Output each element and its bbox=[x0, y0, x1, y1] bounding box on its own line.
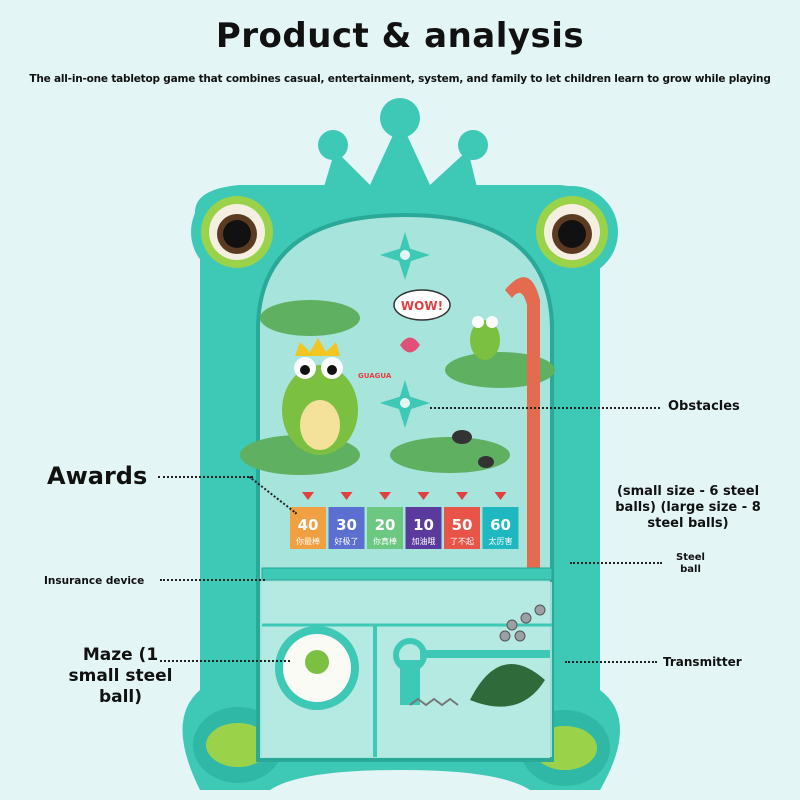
steel-ball-label: Steel ball bbox=[676, 552, 705, 575]
slot-background bbox=[405, 507, 442, 549]
crowned-frog-sticker bbox=[282, 338, 358, 455]
slot-score: 50 bbox=[452, 516, 473, 534]
insurance-device-label: Insurance device bbox=[44, 575, 145, 587]
insurance-leader-line bbox=[160, 579, 265, 581]
slot-score: 20 bbox=[375, 516, 396, 534]
slot-background bbox=[482, 507, 519, 549]
small-frog-sticker bbox=[470, 316, 500, 360]
steel-balls bbox=[499, 604, 546, 642]
pinwheel-obstacle-top bbox=[380, 232, 430, 280]
slot-background bbox=[444, 507, 480, 549]
obstacles-leader-line bbox=[430, 407, 660, 409]
slot-background bbox=[367, 507, 403, 549]
slot-caption: 你真棒 bbox=[373, 536, 397, 546]
slot-caption: 加油哦 bbox=[412, 536, 436, 546]
left-eye bbox=[191, 186, 283, 278]
slot-arrow-icon bbox=[302, 492, 314, 500]
slot-score: 60 bbox=[490, 516, 511, 534]
guagua-text: GUAGUA bbox=[358, 372, 392, 380]
ball-count-label: (small size - 6 steel balls) (large size… bbox=[615, 484, 761, 531]
score-slot: 40 你最棒 bbox=[290, 492, 326, 549]
transmitter-leader-line bbox=[565, 661, 657, 663]
slot-score: 10 bbox=[413, 516, 434, 534]
slot-arrow-icon bbox=[494, 492, 507, 500]
awards-label: Awards bbox=[47, 462, 148, 490]
transmitter-label: Transmitter bbox=[663, 655, 742, 669]
slot-score: 30 bbox=[336, 516, 357, 534]
score-slots: 40 你最棒 30 好极了 20 你真棒 10 加油哦 50 了不起 60 太厉害 bbox=[290, 492, 519, 549]
transmitter bbox=[393, 638, 550, 707]
slot-background bbox=[290, 507, 326, 549]
score-slot: 10 加油哦 bbox=[405, 492, 442, 549]
score-slot: 20 你真棒 bbox=[367, 492, 403, 549]
maze-leader-line bbox=[160, 660, 290, 662]
slot-arrow-icon bbox=[417, 492, 430, 500]
slot-caption: 了不起 bbox=[450, 537, 474, 546]
slot-arrow-icon bbox=[456, 492, 468, 500]
obstacles-label: Obstacles bbox=[668, 399, 740, 414]
page-subtitle: The all-in-one tabletop game that combin… bbox=[29, 73, 771, 85]
launcher-rail bbox=[505, 277, 540, 580]
maze-label: Maze (1 small steel ball) bbox=[68, 645, 173, 707]
slot-arrow-icon bbox=[340, 492, 353, 500]
score-slot: 30 好极了 bbox=[328, 492, 365, 549]
wow-sticker-text: WOW! bbox=[401, 299, 443, 313]
maze-dial bbox=[275, 626, 359, 710]
page-title: Product & analysis bbox=[215, 16, 585, 56]
pinwheel-obstacle-middle bbox=[380, 380, 430, 428]
steel-ball-leader-line bbox=[570, 562, 662, 564]
slot-caption: 太厉害 bbox=[489, 536, 513, 546]
score-slot: 60 太厉害 bbox=[482, 492, 519, 549]
crown bbox=[318, 98, 488, 200]
slot-caption: 你最棒 bbox=[296, 536, 320, 546]
slot-caption: 好极了 bbox=[335, 536, 359, 546]
slot-score: 40 bbox=[298, 516, 319, 534]
slot-background bbox=[328, 507, 365, 549]
awards-leader-line bbox=[158, 476, 253, 478]
score-slot: 50 了不起 bbox=[444, 492, 480, 549]
insurance-device bbox=[261, 567, 553, 581]
right-eye bbox=[526, 186, 618, 278]
slot-arrow-icon bbox=[379, 492, 391, 500]
